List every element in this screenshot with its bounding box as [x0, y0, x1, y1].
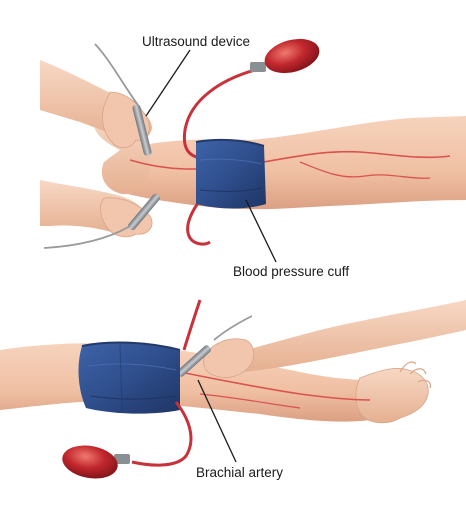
bottom-blood-pressure-cuff	[78, 341, 181, 414]
top-clinician-lower-hand	[100, 197, 153, 238]
top-artery	[129, 150, 451, 170]
label-brachial-artery: Brachial artery	[196, 465, 283, 480]
bottom-clinician-arm	[233, 300, 466, 372]
top-probe-cable-1	[94, 43, 141, 109]
top-illustration: Ultrasound device Blood pressure cuff	[40, 34, 466, 279]
bottom-bulb-tube	[131, 401, 193, 467]
bottom-probe-cable	[213, 315, 253, 341]
bottom-clinician-hand	[203, 338, 255, 378]
top-artery-branch	[299, 161, 431, 179]
ultrasound-probe-icon	[132, 104, 152, 156]
leader-ultrasound-device	[145, 49, 191, 117]
label-ultrasound-device: Ultrasound device	[142, 34, 250, 49]
bottom-artery-branch	[199, 393, 301, 409]
label-blood-pressure-cuff: Blood pressure cuff	[233, 264, 349, 279]
bottom-patient-hand	[355, 368, 429, 424]
top-patient-arm	[120, 116, 466, 210]
bottom-brachial-artery	[179, 371, 371, 401]
inflation-bulb-icon	[250, 38, 320, 74]
leader-brachial-artery	[197, 379, 237, 463]
leader-blood-pressure-cuff	[245, 199, 277, 263]
top-blood-pressure-cuff	[195, 138, 266, 209]
ultrasound-probe-icon	[128, 193, 160, 231]
inflation-bulb-icon	[62, 445, 130, 479]
ultrasound-probe-icon	[176, 345, 212, 377]
top-cuff-tube-lower	[186, 199, 211, 246]
bottom-patient-fingers	[399, 361, 431, 389]
bottom-illustration: Brachial artery	[0, 299, 466, 480]
top-probe-cable-2	[43, 225, 131, 249]
top-cuff-tube	[182, 68, 256, 160]
bottom-cuff-tube	[182, 299, 202, 351]
